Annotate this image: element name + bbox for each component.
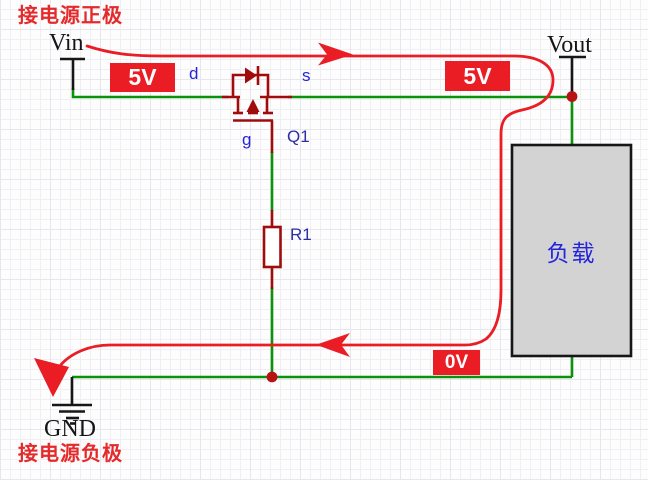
- body-diode-anode-icon: [245, 67, 257, 84]
- junction-dot-gnd-rail: [266, 371, 278, 383]
- r1-body: [262, 225, 282, 269]
- positive-terminal-label: 接电源正极: [18, 5, 123, 27]
- load-block: [510, 143, 633, 358]
- mosfet-pin-label-gate: g: [242, 130, 252, 149]
- vout-voltage-badge: 5V: [445, 61, 510, 91]
- resistor-refdes-label: R1: [290, 225, 312, 244]
- current-flow-path: [34, 42, 555, 397]
- vout-net-label: Vout: [547, 32, 592, 58]
- terminals-black: [60, 55, 586, 92]
- wire-vin-to-drain: [71, 88, 228, 99]
- mosfet-q1-symbol: [222, 66, 292, 153]
- gnd-symbol-icon: [52, 377, 92, 425]
- flow-loop-curve: [57, 44, 555, 369]
- mosfet-pin-label-drain: d: [189, 64, 199, 83]
- gnd-voltage-badge: 0V: [433, 350, 480, 375]
- gnd-net-label: GND: [44, 416, 96, 442]
- mosfet-pin-label-source: s: [302, 66, 311, 85]
- resistor-r1-symbol: [262, 210, 282, 289]
- load-label: 负载: [546, 239, 597, 266]
- mosfet-bulk-arrow-icon: [246, 99, 260, 112]
- negative-terminal-label: 接电源负极: [18, 443, 123, 465]
- vin-net-label: Vin: [49, 30, 84, 56]
- junction-dot-vout: [566, 91, 578, 102]
- arrow-down-icon: [34, 358, 69, 397]
- arrow-right-icon: [318, 42, 353, 66]
- wires-green: [71, 88, 574, 379]
- vin-voltage-badge: 5V: [110, 63, 175, 92]
- arrow-left-icon: [316, 333, 350, 357]
- mosfet-refdes-label: Q1: [287, 127, 310, 146]
